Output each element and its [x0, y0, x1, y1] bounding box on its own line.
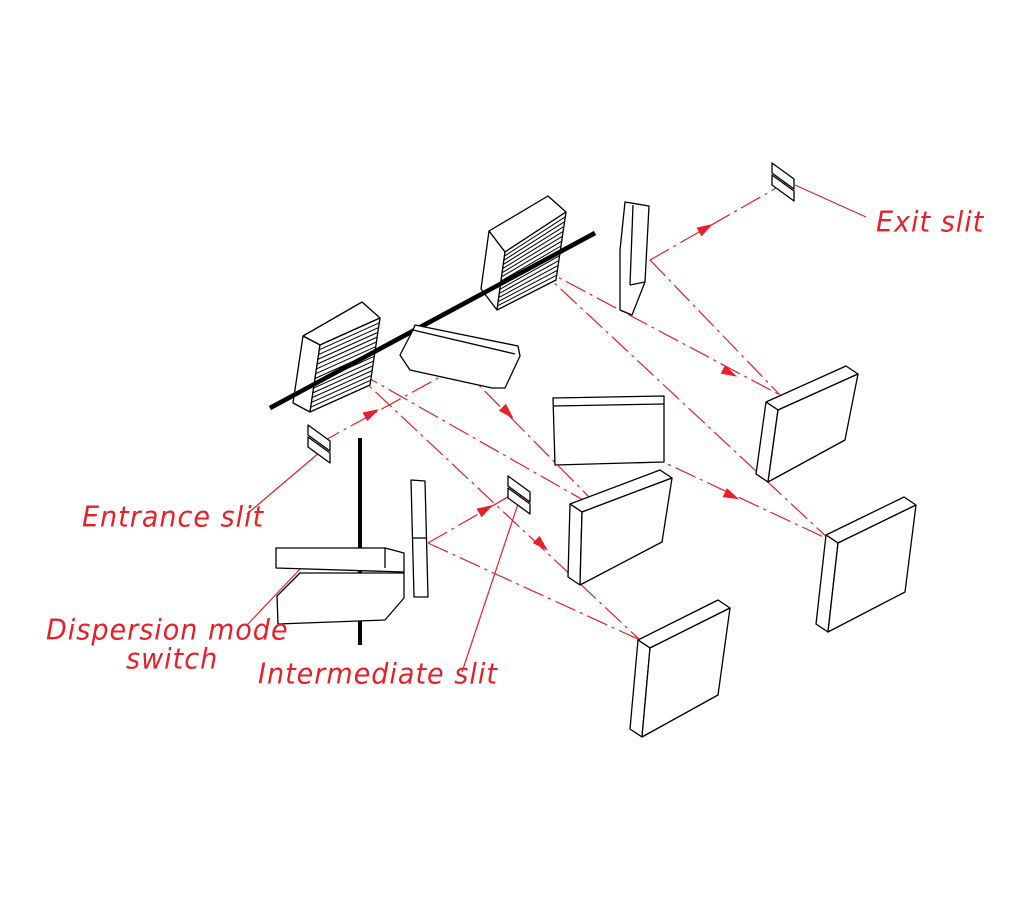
arrow-icon — [498, 403, 514, 419]
ray-entrance-to-prism — [319, 365, 461, 444]
prism-edge — [412, 329, 516, 355]
exit-slit-jaw-bottom — [771, 174, 795, 202]
grating-1-groove — [310, 379, 371, 408]
grating-2-groove — [497, 274, 557, 307]
grating-2-groove — [504, 216, 566, 257]
exit-slit-jaw-top — [771, 162, 795, 190]
flat-mirror-face — [552, 395, 665, 466]
ray-curved-to-mirror — [649, 259, 781, 396]
grating-1-groove — [312, 365, 374, 394]
exit-slit-leader — [794, 184, 867, 218]
grating-2-groove — [499, 255, 560, 290]
mirror-bottom-front-face — [641, 607, 731, 738]
grating-1-groove — [318, 327, 379, 356]
arrow-icon — [532, 535, 548, 551]
entrance-slit-jaw-bottom — [307, 436, 331, 464]
grating-2-groove — [499, 260, 560, 294]
arrow-icon — [362, 409, 380, 422]
grating-1-groove — [319, 322, 380, 351]
intermediate-slit — [507, 475, 531, 515]
ray-plate-to-bottom-mirror — [427, 542, 641, 641]
grating-2-groove — [503, 221, 565, 261]
prism — [399, 324, 521, 389]
dispersion-switch-leader — [246, 566, 303, 626]
ray-prism-to-mirror — [459, 365, 593, 501]
leader-lines — [246, 184, 867, 673]
exit-slit — [771, 162, 795, 202]
curved-mirror-body — [619, 201, 650, 316]
mirror-upper-right — [755, 365, 859, 483]
grating-1-groove — [316, 336, 378, 365]
mirror-far-right — [815, 496, 917, 633]
dispersion-mode-label: Dispersion mode — [46, 614, 289, 647]
grating-1-groove — [311, 374, 372, 403]
flat-mirror — [552, 395, 665, 466]
flat-mirror-edge — [552, 403, 665, 407]
arrow-icon — [696, 224, 713, 237]
vertical-plate — [410, 479, 429, 598]
mirror-upper-right-front-face — [767, 373, 859, 483]
grating-1-groove — [315, 346, 376, 375]
mirror-bottom — [629, 599, 731, 738]
grating-2-groove — [497, 269, 558, 303]
prism-body — [399, 324, 521, 389]
grating-1-groove — [316, 341, 377, 370]
intermediate-slit-jaw-bottom — [507, 487, 531, 515]
arrow-icon — [722, 488, 740, 500]
grating-2-groove — [501, 235, 563, 274]
mirror-center-front-face — [579, 477, 673, 586]
switch-lower-plate — [276, 572, 405, 625]
entrance-slit-jaw-top — [307, 424, 331, 452]
intermediate-slit-leader — [461, 491, 523, 673]
grating-2-groove — [500, 245, 562, 282]
dispersion-switch — [275, 547, 405, 645]
intermediate-slit-label: Intermediate slit — [258, 658, 498, 691]
grating-2-groove — [501, 240, 562, 278]
arrow-icon — [720, 364, 738, 377]
intermediate-slit-jaw-top — [507, 475, 531, 503]
ray-plate-to-intermediate — [427, 489, 521, 544]
mirror-far-right-front-face — [827, 504, 917, 633]
rotation-rod-front — [268, 231, 597, 410]
grating-1-groove — [317, 331, 379, 360]
entrance-slit — [307, 424, 331, 464]
ray-curved-to-exit — [649, 182, 786, 261]
grating-1-groove — [313, 360, 374, 389]
grating-2-groove — [502, 231, 564, 269]
ray-grating2-to-far-mirror — [534, 264, 831, 541]
curved-mirror-edge — [629, 204, 634, 286]
ray-grating1-to-mirror — [349, 367, 641, 641]
grating-2-groove — [503, 226, 565, 265]
mirror-center — [567, 469, 673, 586]
switch-upper-plate — [275, 547, 405, 573]
grating-1-groove — [311, 370, 373, 399]
arrow-icon — [476, 505, 493, 518]
curved-mirror-edge — [629, 281, 646, 286]
ray-grating1-to-center-mirror — [357, 371, 593, 506]
entrance-slit-leader — [246, 451, 321, 515]
exit-slit-label: Exit slit — [876, 206, 985, 239]
ray-grating2-to-mirror — [534, 264, 781, 396]
dispersion-switch-label: switch — [126, 643, 219, 676]
curved-mirror — [619, 201, 650, 316]
entrance-slit-label: Entrance slit — [82, 501, 265, 534]
grating-2-groove — [498, 264, 559, 299]
